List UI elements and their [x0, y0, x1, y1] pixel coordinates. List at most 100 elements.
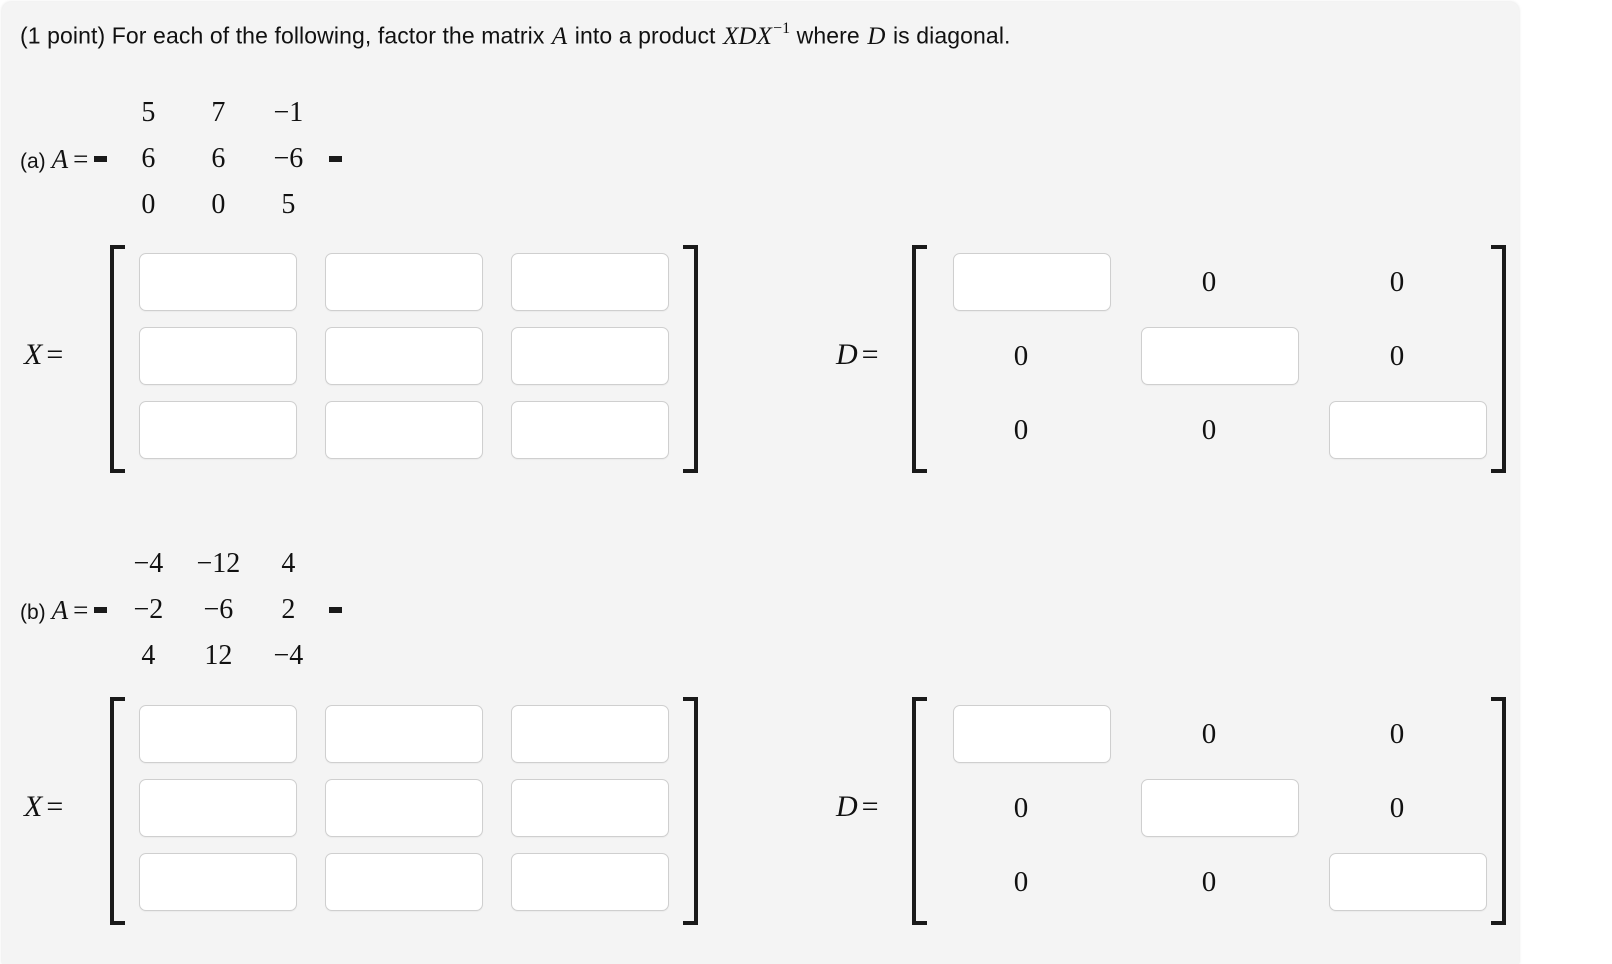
d-cell: [1303, 393, 1491, 467]
d-cell: 0: [1115, 245, 1303, 319]
x-matrix-a: [110, 245, 698, 473]
matrix-cell: −6: [273, 143, 304, 174]
x-input-r1c1[interactable]: [139, 253, 297, 311]
d-input-r3c3[interactable]: [1329, 401, 1487, 459]
x-cell: [311, 245, 497, 319]
d-zero-r2c1: 0: [1013, 791, 1029, 824]
x-cell: [311, 845, 497, 919]
d-bracket-right: [1491, 245, 1506, 473]
prompt-text-where: where: [790, 22, 867, 49]
matrix-a-values: 5 7 −1 6 6 −6 0 0 5: [107, 84, 329, 234]
x-input-r3c2[interactable]: [325, 401, 483, 459]
part-label-a: (a): [20, 149, 46, 173]
x-input-r1c1[interactable]: [139, 705, 297, 763]
d-zero-r2c3: 0: [1389, 791, 1405, 824]
d-cell: 0: [1115, 697, 1303, 771]
matrix-cell: −12: [196, 548, 241, 579]
x-cell: [497, 771, 683, 845]
x-cell: [497, 245, 683, 319]
d-input-grid-b: 0 0 0 0 0 0: [927, 697, 1491, 925]
part-label-b: (b): [20, 600, 46, 624]
given-equals-a: =: [73, 143, 89, 174]
given-matrix-a: (a)A= 5 7 −1 6 6 −6 0 0 5: [20, 84, 343, 234]
x-cell: [497, 845, 683, 919]
matrix-cell: −2: [133, 594, 164, 625]
x-bracket-left: [110, 697, 125, 925]
d-cell: [927, 245, 1115, 319]
d-input-r1c1[interactable]: [953, 253, 1111, 311]
x-input-r3c2[interactable]: [325, 853, 483, 911]
x-symbol: X: [24, 338, 43, 371]
d-cell: 0: [1303, 319, 1491, 393]
x-cell: [125, 845, 311, 919]
prompt-matrix-D: D: [867, 22, 886, 50]
x-cell: [311, 319, 497, 393]
d-zero-r1c2: 0: [1201, 265, 1217, 298]
d-zero-r3c2: 0: [1201, 413, 1217, 446]
d-input-r1c1[interactable]: [953, 705, 1111, 763]
matrix-cell: −4: [133, 548, 164, 579]
matrix-cell: −6: [203, 594, 234, 625]
matrix-cell: 7: [211, 97, 226, 128]
x-input-r2c1[interactable]: [139, 327, 297, 385]
problem-prompt: (1 point) For each of the following, fac…: [20, 20, 1011, 51]
x-input-r1c3[interactable]: [511, 253, 669, 311]
x-bracket-right: [683, 697, 698, 925]
x-input-r1c2[interactable]: [325, 253, 483, 311]
x-input-r2c2[interactable]: [325, 779, 483, 837]
x-cell: [497, 697, 683, 771]
matrix-cell: −4: [273, 640, 304, 671]
d-cell: [1115, 319, 1303, 393]
x-input-r2c3[interactable]: [511, 779, 669, 837]
x-cell: [311, 697, 497, 771]
x-cell: [311, 393, 497, 467]
x-cell: [311, 771, 497, 845]
d-cell: 0: [1303, 245, 1491, 319]
d-cell: 0: [1115, 845, 1303, 919]
given-equals-b: =: [73, 594, 89, 625]
d-input-r2c2[interactable]: [1141, 327, 1299, 385]
d-input-r3c3[interactable]: [1329, 853, 1487, 911]
x-input-r2c3[interactable]: [511, 327, 669, 385]
x-input-r3c3[interactable]: [511, 401, 669, 459]
x-label-a: X=: [24, 338, 63, 372]
x-input-r3c1[interactable]: [139, 853, 297, 911]
prompt-text-mid: into a product: [568, 22, 723, 49]
d-input-grid-a: 0 0 0 0 0 0: [927, 245, 1491, 473]
d-matrix-a: 0 0 0 0 0 0: [912, 245, 1506, 473]
x-cell: [125, 319, 311, 393]
x-input-r3c3[interactable]: [511, 853, 669, 911]
d-cell: 0: [927, 845, 1115, 919]
x-cell: [125, 697, 311, 771]
d-symbol: D: [836, 338, 858, 371]
d-zero-r1c2: 0: [1201, 717, 1217, 750]
matrix-cell: 4: [281, 548, 296, 579]
d-cell: [1303, 845, 1491, 919]
d-zero-r1c3: 0: [1389, 265, 1405, 298]
x-input-r1c2[interactable]: [325, 705, 483, 763]
x-input-r2c2[interactable]: [325, 327, 483, 385]
d-label-a: D=: [836, 338, 879, 372]
d-cell: 0: [1303, 771, 1491, 845]
x-input-r2c1[interactable]: [139, 779, 297, 837]
x-cell: [125, 245, 311, 319]
prompt-expr-exponent: −1: [772, 20, 791, 37]
x-input-r1c3[interactable]: [511, 705, 669, 763]
matrix-cell: 6: [141, 143, 156, 174]
d-equals: =: [861, 790, 879, 823]
d-cell: [1115, 771, 1303, 845]
matrix-b-values: −4 −12 4 −2 −6 2 4 12 −4: [107, 535, 329, 685]
matrix-cell: 0: [211, 189, 226, 220]
x-cell: [497, 319, 683, 393]
d-zero-r3c1: 0: [1013, 865, 1029, 898]
matrix-cell: 12: [204, 640, 233, 671]
d-cell: [927, 697, 1115, 771]
d-symbol: D: [836, 790, 858, 823]
x-cell: [125, 393, 311, 467]
d-input-r2c2[interactable]: [1141, 779, 1299, 837]
given-matrix-b: (b)A= −4 −12 4 −2 −6 2 4 12 −4: [20, 535, 343, 685]
d-cell: 0: [1303, 697, 1491, 771]
given-label-b: (b)A=: [20, 595, 88, 626]
prompt-matrix-A: A: [551, 22, 568, 50]
x-input-r3c1[interactable]: [139, 401, 297, 459]
